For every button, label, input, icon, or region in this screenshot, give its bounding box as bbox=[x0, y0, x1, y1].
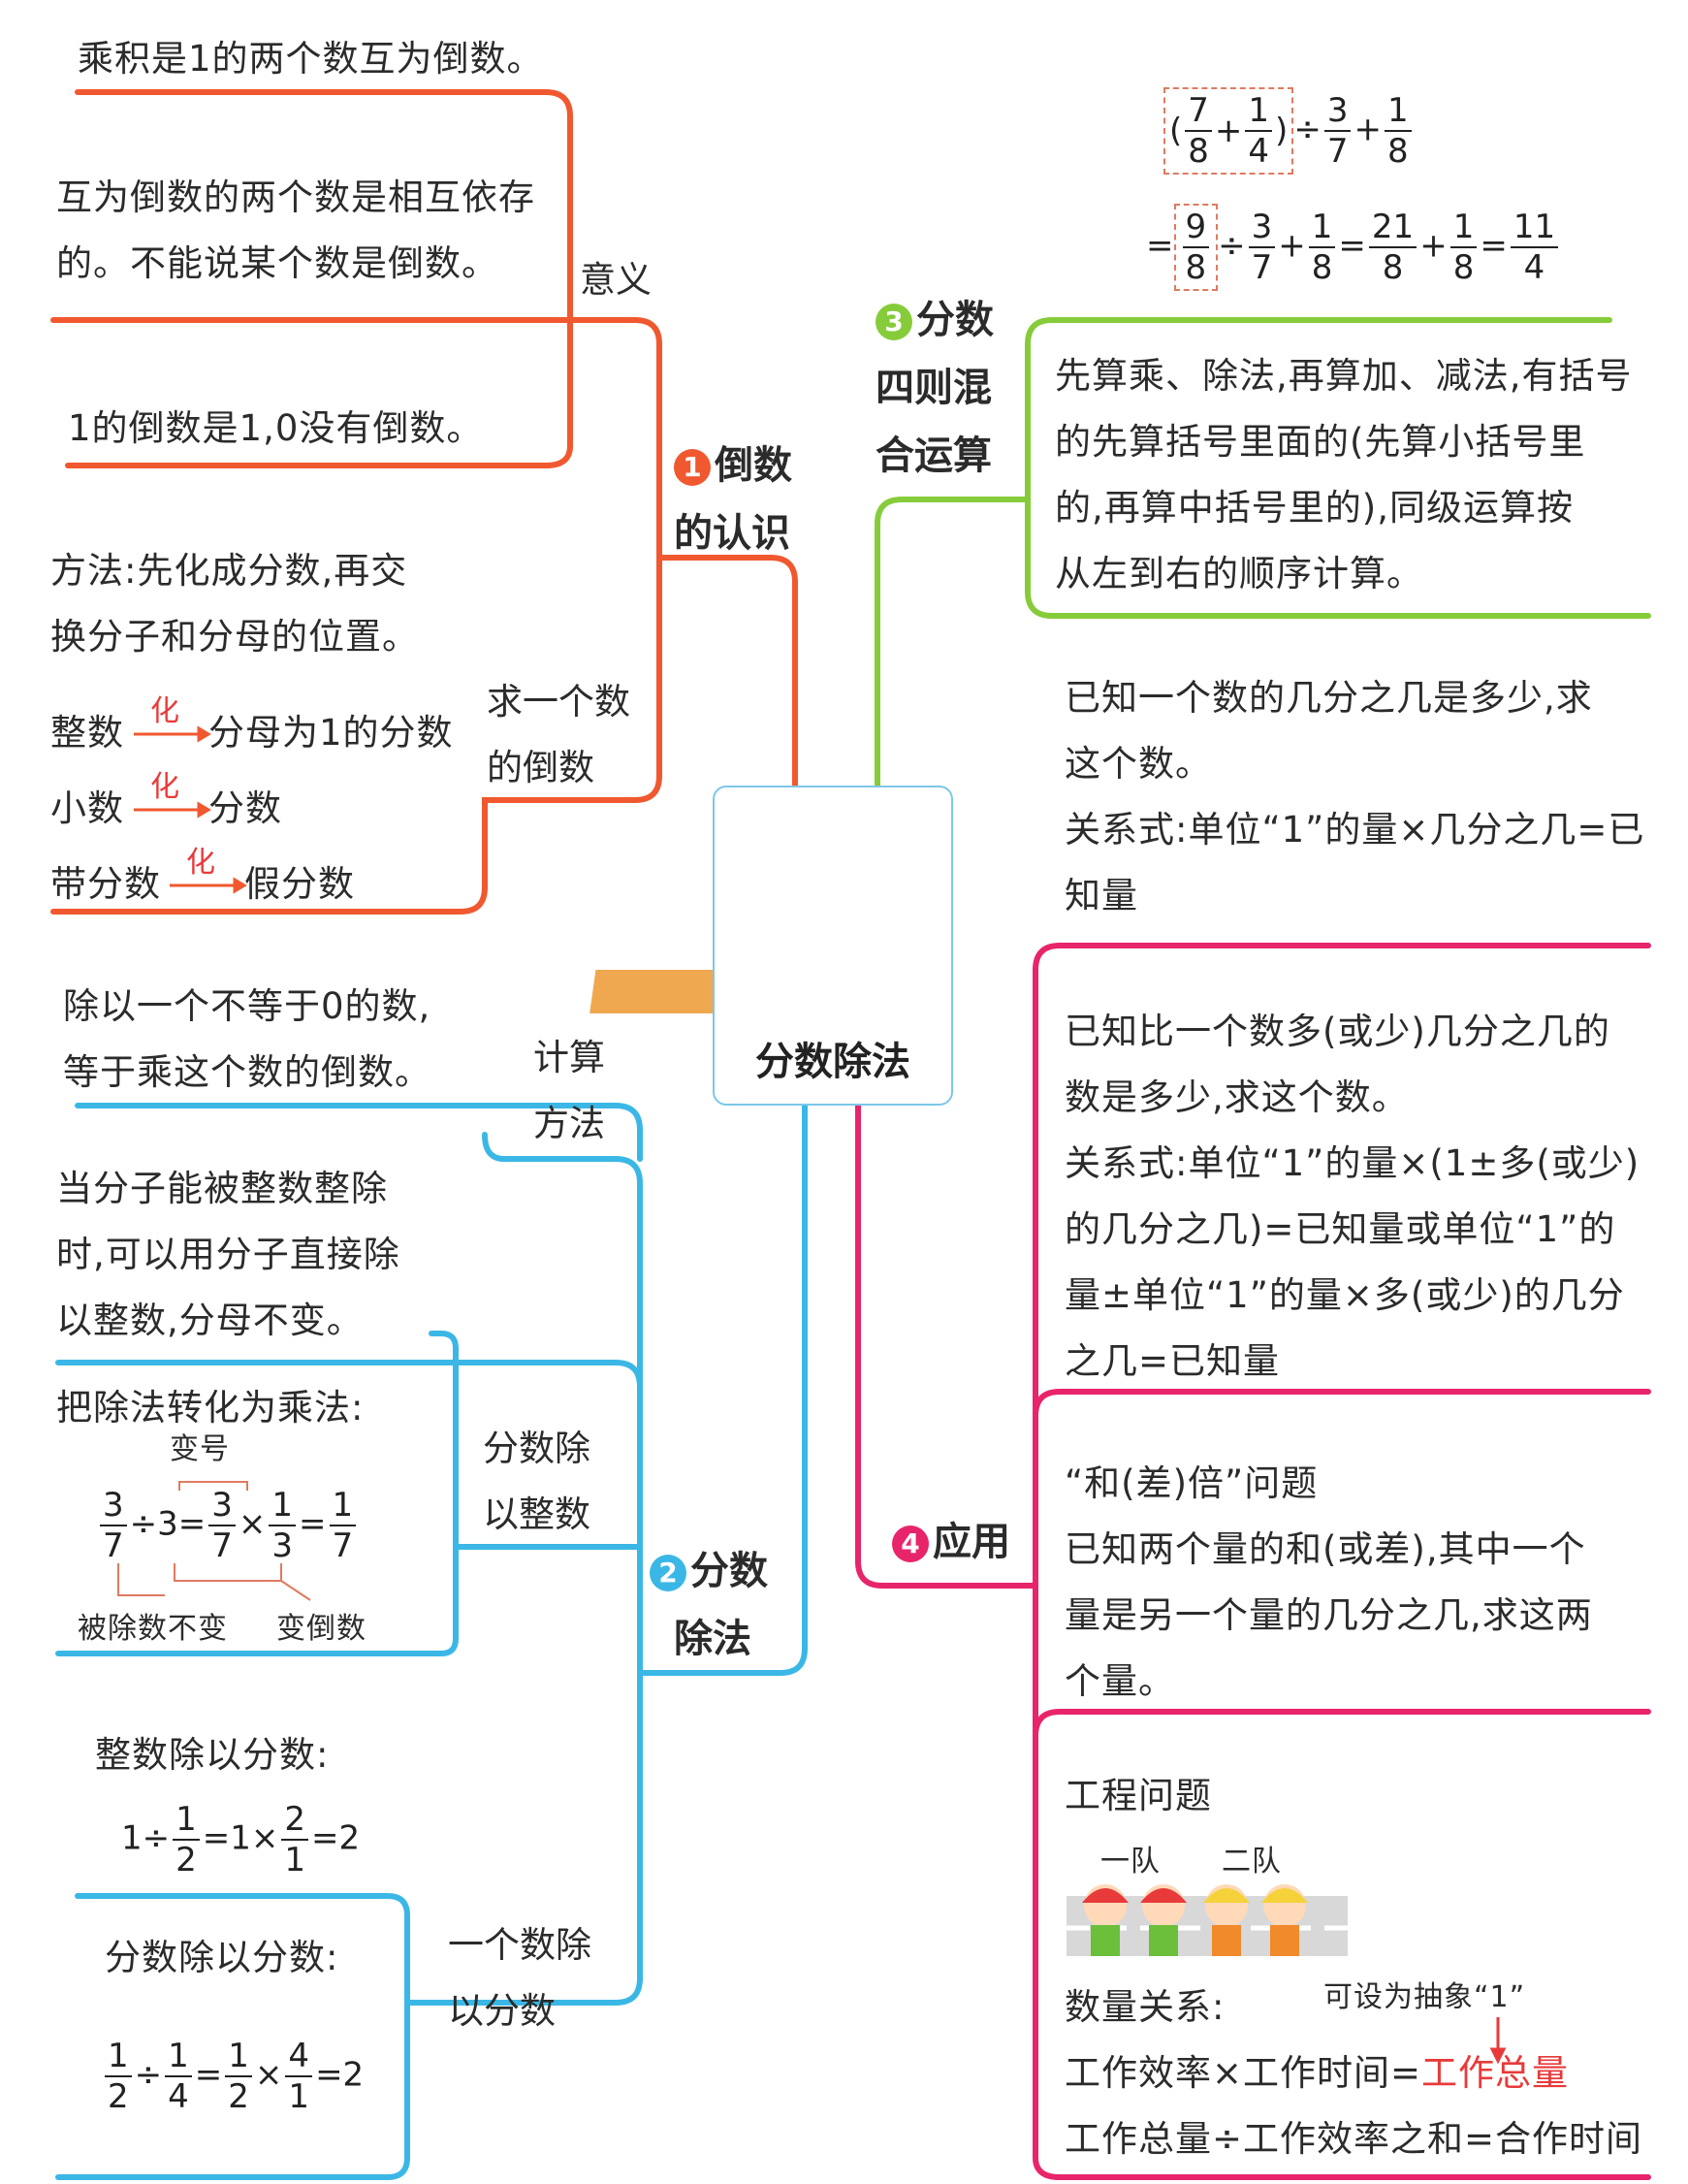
find-label-l1: 求一个数 bbox=[487, 669, 630, 735]
fi-bianhao: 变号 bbox=[170, 1430, 230, 1469]
rule-l1: 先算乘、除法,再算加、减法,有括号 bbox=[1055, 343, 1633, 409]
calc-label-l2: 方法 bbox=[533, 1091, 605, 1157]
conv-from-1: 整数 bbox=[50, 700, 124, 766]
fi-note-1: 被除数不变 bbox=[78, 1610, 228, 1649]
app-a-l1: 已知一个数的几分之几是多少,求 bbox=[1065, 665, 1593, 731]
app-b-l1: 已知比一个数多(或少)几分之几的 bbox=[1065, 999, 1610, 1065]
app-c-l3: 量是另一个量的几分之几,求这两 bbox=[1065, 1583, 1593, 1649]
branch-3-title-l2: 四则混 bbox=[876, 354, 992, 422]
method-l2: 换分子和分母的位置。 bbox=[50, 604, 419, 670]
conv-from-3: 带分数 bbox=[50, 851, 161, 917]
fi-label-l2: 以整数 bbox=[483, 1482, 590, 1548]
conv-to-2: 分数 bbox=[208, 776, 282, 842]
app-c-l2: 已知两个量的和(或差),其中一个 bbox=[1065, 1517, 1586, 1583]
team-2-label: 二队 bbox=[1222, 1843, 1282, 1881]
branch-3-title-l1: 分数 bbox=[916, 298, 994, 342]
fi-equation: 37÷3=37×13=17 bbox=[97, 1486, 359, 1565]
blue-calc-link bbox=[485, 1135, 640, 1673]
badge-3: 3 bbox=[876, 304, 912, 340]
badge-2: 2 bbox=[650, 1555, 686, 1591]
app-a-l4: 知量 bbox=[1065, 863, 1138, 929]
meaning-item-2a: 互为倒数的两个数是相互依存 bbox=[56, 165, 535, 231]
green-trunk bbox=[877, 499, 1028, 786]
calc-label-l1: 计算 bbox=[533, 1025, 605, 1091]
app-d-l3a: 工作效率×工作时间= bbox=[1065, 2052, 1421, 2094]
app-c-l1: “和(差)倍”问题 bbox=[1065, 1451, 1318, 1517]
app-b-l2: 数是多少,求这个数。 bbox=[1065, 1065, 1409, 1131]
app-b-l5: 量±单位“1”的量×多(或少)的几分 bbox=[1065, 1263, 1625, 1329]
nf-label-l2: 以分数 bbox=[448, 1978, 556, 2044]
meaning-label: 意义 bbox=[580, 247, 652, 313]
meaning-item-1: 乘积是1的两个数互为倒数。 bbox=[78, 26, 544, 92]
conv-to-3: 假分数 bbox=[244, 851, 355, 917]
center-title: 分数除法 bbox=[715, 1030, 951, 1086]
nf-frac: 分数除以分数: bbox=[105, 1925, 338, 1991]
nf-int: 整数除以分数: bbox=[95, 1722, 329, 1788]
app-b-l3: 关系式:单位“1”的量×(1±多(或少) bbox=[1065, 1131, 1640, 1197]
conv-to-1: 分母为1的分数 bbox=[208, 700, 454, 766]
conv-from-2: 小数 bbox=[50, 776, 124, 842]
app-d-note: 可设为抽象“1” bbox=[1323, 1978, 1525, 2017]
app-d-l4: 工作总量÷工作效率之和=合作时间 bbox=[1065, 2106, 1642, 2172]
app-d-l2: 数量关系: bbox=[1065, 1975, 1225, 2040]
center-node: 分数除法 bbox=[713, 786, 953, 1106]
workers-illustration bbox=[1067, 1884, 1348, 1956]
nf-label-l1: 一个数除 bbox=[448, 1912, 591, 1978]
badge-4: 4 bbox=[892, 1526, 929, 1562]
fi-l1: 当分子能被整数整除 bbox=[56, 1156, 388, 1222]
app-d-l1: 工程问题 bbox=[1065, 1763, 1212, 1829]
fi-label-l1: 分数除 bbox=[483, 1416, 590, 1482]
conv-arrow-2: 化 bbox=[150, 755, 180, 820]
calc-l1: 除以一个不等于0的数, bbox=[63, 974, 430, 1040]
meaning-item-3: 1的倒数是1,0没有倒数。 bbox=[68, 396, 483, 462]
conv-arrow-1: 化 bbox=[150, 679, 180, 745]
branch-2-title-l2: 除法 bbox=[674, 1605, 751, 1673]
app-a-l2: 这个数。 bbox=[1065, 731, 1212, 797]
app-b-l6: 之几=已知量 bbox=[1065, 1329, 1280, 1395]
app-a-l3: 关系式:单位“1”的量×几分之几=已 bbox=[1065, 797, 1644, 863]
fi-l2: 时,可以用分子直接除 bbox=[56, 1222, 400, 1288]
branch-1-title-l1: 倒数 bbox=[715, 443, 792, 488]
find-label-l2: 的倒数 bbox=[487, 735, 594, 801]
branch-3-title-l3: 合运算 bbox=[876, 422, 992, 490]
branch-2-title-l1: 分数 bbox=[690, 1549, 768, 1593]
app-b-l4: 的几分之几)=已知量或单位“1”的 bbox=[1065, 1197, 1615, 1263]
branch-4-title-text: 应用 bbox=[933, 1520, 1010, 1564]
app-d-l3: 工作效率×工作时间=工作总量 bbox=[1065, 2040, 1569, 2106]
badge-1: 1 bbox=[674, 449, 711, 486]
rule-l3: 的,再算中括号里的),同级运算按 bbox=[1055, 475, 1574, 541]
team-1-label: 一队 bbox=[1100, 1843, 1161, 1881]
rule-l4: 从左到右的顺序计算。 bbox=[1055, 541, 1423, 607]
branch-1-title-l2: 的认识 bbox=[674, 499, 790, 567]
conv-arrow-3: 化 bbox=[186, 830, 216, 896]
calc-l2: 等于乘这个数的倒数。 bbox=[63, 1040, 431, 1106]
fi-l3: 以整数,分母不变。 bbox=[56, 1288, 364, 1354]
app-d-l3b: 工作总量 bbox=[1421, 2052, 1569, 2094]
orange-meaning-link bbox=[570, 320, 659, 558]
orange-trunk bbox=[659, 558, 795, 786]
rule-l2: 的先算括号里面的(先算小括号里 bbox=[1055, 409, 1585, 475]
method-l1: 方法:先化成分数,再交 bbox=[50, 538, 407, 604]
fi-note-2: 变倒数 bbox=[276, 1610, 366, 1649]
app-c-l4: 个量。 bbox=[1065, 1649, 1175, 1715]
meaning-item-2b: 的。不能说某个数是倒数。 bbox=[56, 231, 498, 297]
